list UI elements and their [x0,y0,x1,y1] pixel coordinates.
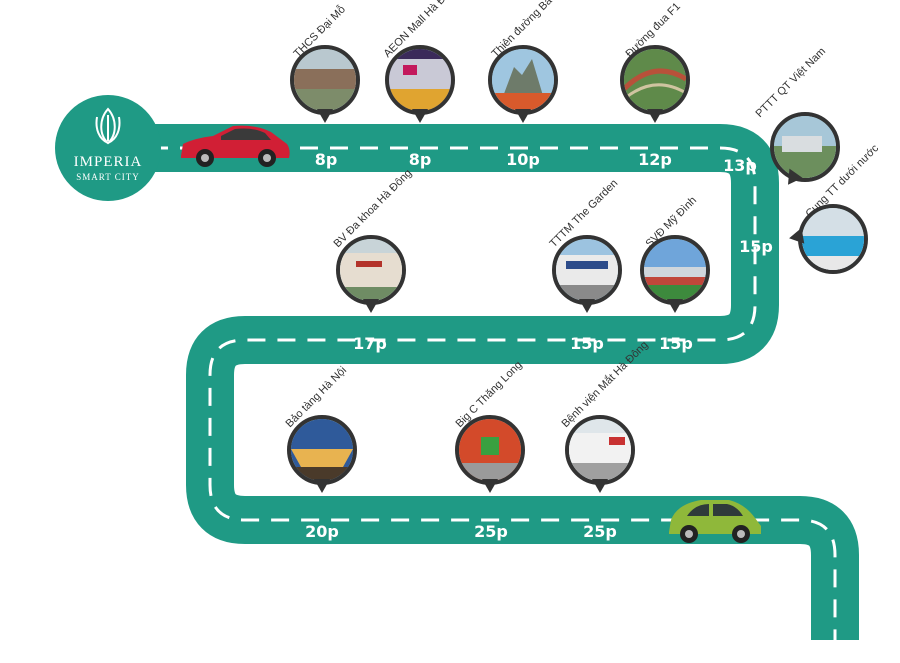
time-label: 20p [305,522,339,541]
imperia-lotus-icon [55,107,161,150]
map-pin-icon [787,204,868,286]
imperia-logo: IMPERIA SMART CITY [55,95,161,201]
time-label: 15p [659,334,693,353]
time-label: 15p [739,237,773,256]
map-pin-icon [620,45,690,127]
map-pin-icon [552,235,622,317]
map-pin-icon [336,235,406,317]
road-band [150,124,859,640]
logo-tagline: SMART CITY [76,172,140,182]
time-label: 25p [474,522,508,541]
map-pin-icon [290,45,360,127]
time-label: 8p [314,150,338,169]
logo-name: IMPERIA [73,154,143,170]
map-pin-icon [640,235,710,317]
map-pin-icon [488,45,558,127]
time-label: 25p [583,522,617,541]
time-label: 8p [408,150,432,169]
map-pin-icon [770,112,840,194]
map-pin-icon [565,415,635,497]
time-label: 17p [353,334,387,353]
time-label: 15p [570,334,604,353]
time-label: 10p [506,150,540,169]
map-pin-icon [287,415,357,497]
map-pin-icon [455,415,525,497]
map-pin-icon [385,45,455,127]
time-label: 12p [638,150,672,169]
green-car-icon [665,496,765,551]
red-car-icon [175,122,295,175]
time-label: 13p [723,156,757,175]
